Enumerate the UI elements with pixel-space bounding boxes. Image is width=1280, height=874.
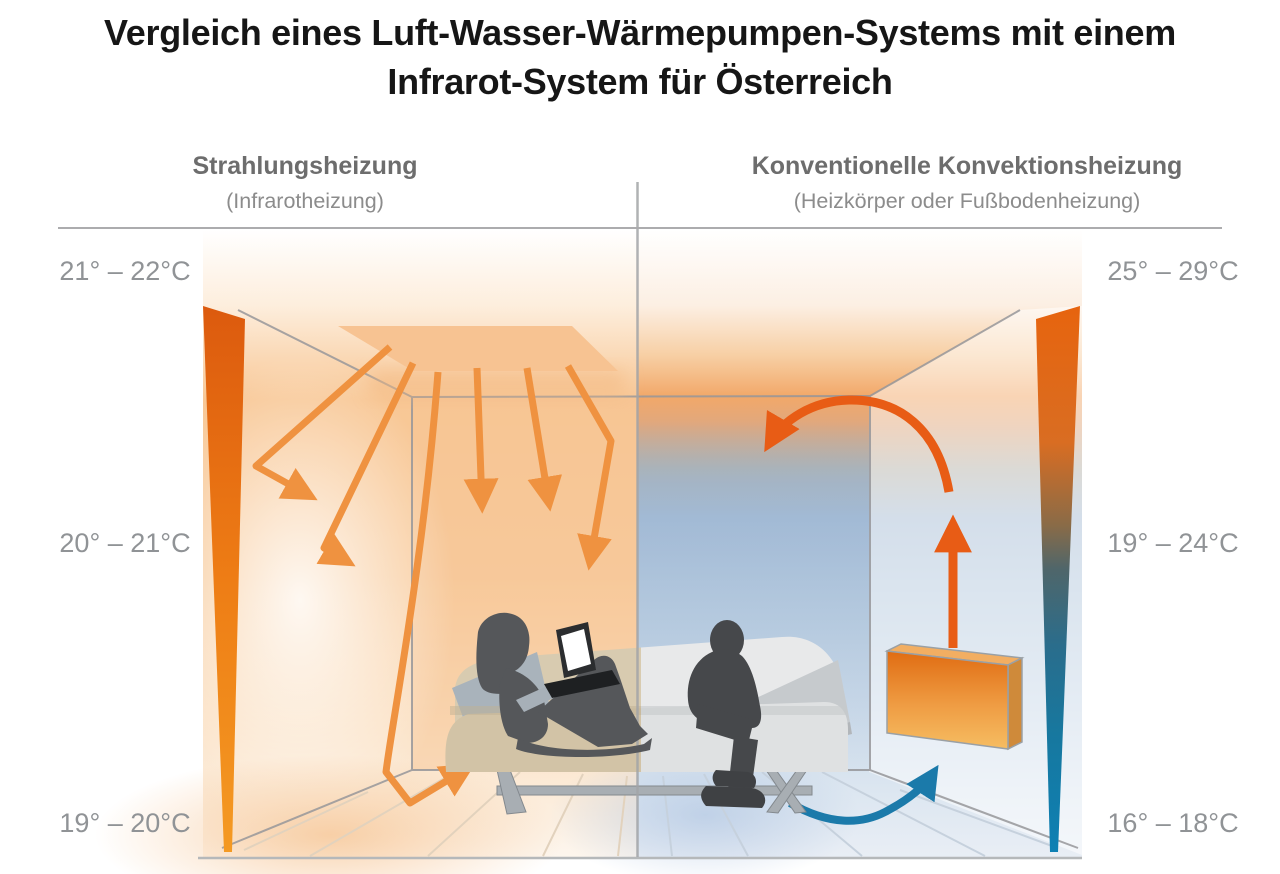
left-middle-temperature: 20° – 21°C	[59, 528, 191, 558]
left-floor-temperature: 19° – 20°C	[59, 808, 191, 838]
sofa-legs	[496, 769, 813, 815]
left-ceiling-temperature: 21° – 22°C	[59, 256, 191, 286]
right-floor-temperature: 16° – 18°C	[1107, 808, 1239, 838]
radiant-arrow	[523, 367, 563, 512]
radiant-arrow	[463, 367, 499, 514]
page-title: Vergleich eines Luft-Wasser-Wärmepumpen-…	[0, 8, 1280, 106]
temperature-gradient-bar-right	[1036, 306, 1080, 852]
cold-air-floor-arrow	[788, 764, 939, 825]
radiant-heat-arrows	[252, 344, 615, 807]
title-line-1: Vergleich eines Luft-Wasser-Wärmepumpen-…	[104, 12, 1176, 53]
radiant-arrow	[382, 371, 476, 807]
wall-radiator	[884, 643, 1025, 751]
temperature-gradient-bar-left	[203, 306, 245, 852]
laptop	[544, 622, 620, 698]
warm-air-circulation-arrow	[764, 395, 954, 493]
woman-with-laptop-silhouette	[476, 612, 652, 758]
left-column-heading: Strahlungsheizung	[192, 152, 418, 180]
right-middle-temperature: 19° – 24°C	[1107, 528, 1239, 558]
right-ceiling-temperature: 25° – 29°C	[1107, 256, 1239, 286]
radiant-arrow	[564, 364, 615, 571]
title-line-2: Infrarot-System für Österreich	[387, 61, 893, 102]
man-silhouette	[687, 620, 766, 808]
radiant-arrow	[316, 361, 417, 567]
right-column-subheading: (Heizkörper oder Fußbodenheizung)	[793, 189, 1141, 213]
radiant-arrow	[252, 344, 393, 501]
left-column-subheading: (Infrarotheizung)	[226, 189, 384, 213]
right-column-heading: Konventionelle Konvektionsheizung	[751, 152, 1183, 180]
